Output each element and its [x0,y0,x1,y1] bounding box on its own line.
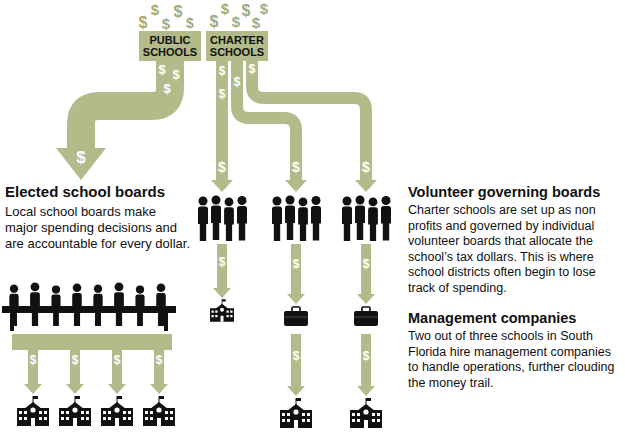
source-box: PUBLIC SCHOOLS [139,31,201,61]
dollar-sign: $ [72,354,79,367]
dollar-sign: $ [363,258,370,271]
dollar-sign: $ [151,1,159,18]
dollar-sign: $ [260,0,268,17]
dollar-sign: $ [219,88,226,101]
dollar-sign: $ [162,15,170,32]
dollar-sign: $ [174,3,183,21]
source-box: CHARTER SCHOOLS [206,31,268,61]
box-label: CHARTER SCHOOLS [209,34,265,58]
dollar-sign: $ [293,350,300,363]
dollar-sign: $ [172,68,179,82]
dollar-sign: $ [30,354,37,367]
dollar-sign: $ [210,13,219,31]
box-label: PUBLIC SCHOOLS [142,34,198,58]
dollar-sign: $ [156,354,163,367]
body-text: Charter schools are set up as non profit… [408,203,620,296]
dollar-sign: $ [242,2,251,20]
dollar-sign: $ [362,160,370,175]
dollar-sign: $ [218,160,226,175]
dollar-sign: $ [158,63,165,77]
body-text: Two out of three schools in South Florid… [408,329,620,391]
dollar-sign: $ [114,354,121,367]
dollar-sign: $ [219,256,226,269]
dollar-sign: $ [219,65,226,78]
dollar-sign: $ [292,160,300,175]
dollar-sign: $ [221,0,229,17]
dollar-sign: $ [249,63,256,76]
dollar-sign: $ [163,82,170,96]
dollar-sign: $ [293,258,300,271]
body-text: Local school boards make major spending … [5,204,191,252]
dollar-sign: $ [186,16,194,31]
section-heading: Elected school boards [5,183,205,201]
section-heading: Management companies [408,309,620,327]
dollar-sign: $ [363,350,370,363]
dollar-sign: $ [252,14,260,31]
dollar-sign: $ [234,76,241,89]
dollar-sign: $ [76,148,85,167]
section-heading: Volunteer governing boards [408,183,620,201]
dollar-sign: $ [139,14,148,32]
dollar-sign: $ [232,13,240,30]
